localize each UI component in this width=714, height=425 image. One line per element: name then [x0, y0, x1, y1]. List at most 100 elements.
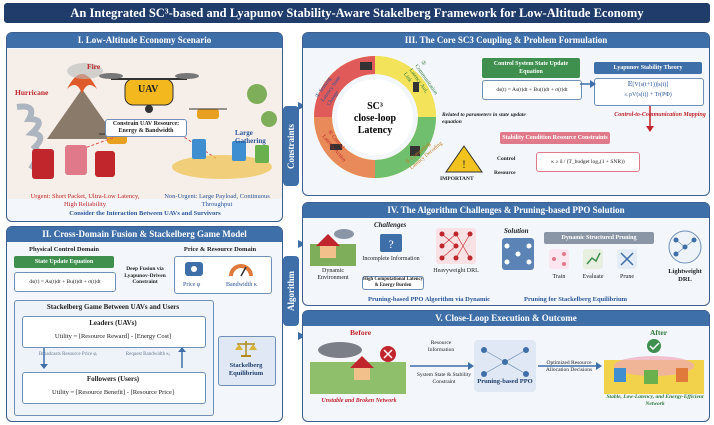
svg-text:!: ! [462, 157, 466, 171]
ppo-network-icon [474, 340, 536, 392]
panel-sc3-title: III. The Core SC3 Coupling & Problem For… [303, 33, 709, 48]
sc3-center-2: close-loop [353, 113, 397, 124]
panel-scenario: I. Low-Altitude Economy Scenario [6, 32, 283, 222]
stable-caption: Stable, Low-Latency, and Energy-Efficien… [606, 394, 704, 407]
panel-game-model-title: II. Cross-Domain Fusion & Stackelberg Ga… [7, 227, 282, 242]
c2c-mapping-label: Control-to-Communication Mapping [614, 112, 706, 118]
ppo-dynamic-label: Pruning-based PPO Algorithm via Dynamic [368, 296, 491, 303]
evaluate-icon [583, 249, 603, 269]
resource-info-label: Resource Information [427, 340, 455, 353]
sos-phone-icon [32, 145, 115, 179]
broadcast-label: Broadcasts Resource Price φᵢ [38, 352, 98, 357]
camera-icon [360, 62, 372, 70]
train-label: Train [552, 274, 566, 280]
sc3-cycle [314, 56, 436, 178]
price-label: Price φ [183, 282, 201, 288]
deep-fusion-label: Deep Fusion via Lyapunov-Driven Constrai… [124, 266, 166, 285]
small-drone-icon-right [189, 108, 227, 119]
svg-text:?: ? [388, 237, 393, 251]
price-domain-label: Price & Resource Domain [183, 246, 257, 253]
fire-icon [47, 63, 117, 139]
dsp-title: Dynamic Structured Pruning [544, 232, 654, 244]
lyapunov-title: Lyapunov Stability Theory [594, 62, 702, 74]
lyapunov-eq-1: 𝔼[V(s(t+1))|s(t)] [627, 82, 669, 88]
incomplete-label: Incomplete Information [362, 256, 420, 262]
stability-eq: κ ≥ δ / (T_budget log₂(1 + SNR)) [536, 152, 640, 172]
scenario-illustration [7, 49, 282, 199]
large-gathering-label: Large Gathering [235, 129, 266, 145]
control-label: Control [497, 156, 516, 162]
drone-action-icon [330, 144, 342, 150]
stable-network-illustration [604, 339, 704, 394]
state-update-eq-title: State Update Equation [14, 256, 114, 268]
panel-scenario-title: I. Low-Altitude Economy Scenario [7, 33, 282, 48]
lyapunov-eq-2: ≤ ρV(s(t)) + Tr(PΦ) [624, 92, 672, 98]
lyapunov-box [594, 78, 704, 106]
page-title: An Integrated SC³-based and Lyapunov Sta… [4, 3, 710, 23]
uav-icon [99, 73, 199, 113]
crowd-icon [172, 139, 272, 179]
system-state-label: System State & Stability Constraint [416, 372, 472, 385]
price-tag-icon [185, 262, 203, 276]
followers-box [22, 372, 206, 404]
before-label: Before [350, 328, 372, 337]
resource-label: Resource [494, 170, 516, 176]
chip-icon [410, 146, 420, 156]
antenna-icon [413, 82, 419, 92]
prune-label: Prune [620, 274, 634, 280]
evaluate-label: Evaluate [582, 274, 604, 280]
balance-scale-icon [235, 341, 257, 357]
train-icon [549, 249, 569, 269]
uav-label: UAV [138, 84, 159, 95]
followers-label: Followers (Users) [86, 375, 140, 383]
pruning-stackelberg-label: Pruning for Stackelberg Equilibrium [524, 296, 627, 303]
sc3-arrows [580, 80, 654, 132]
ppo-label: Pruning-based PPO [477, 378, 533, 385]
leaders-box [22, 316, 206, 348]
incomplete-info-icon: ? [380, 234, 402, 252]
broken-network-illustration [310, 342, 406, 394]
panel-execution-title: V. Close-Loop Execution & Outcome [303, 311, 709, 326]
nonurgent-caption: Non-Urgent: Large Payload, Continuous Th… [164, 193, 270, 208]
follower-utility: Utility = [Resource Benefit] - [Resource… [51, 389, 175, 396]
leaders-label: Leaders (UAVs) [89, 319, 137, 327]
hurricane-label: Hurricane [15, 88, 49, 97]
light-drl-label: Lightweight DRL [668, 268, 702, 283]
physical-domain-label: Physical Control Domain [29, 246, 99, 253]
sc3-center-1: SC³ [367, 101, 383, 112]
important-stamp-icon: ! [445, 145, 483, 173]
dynamic-env-label: Dynamic Environment [317, 268, 349, 281]
prune-icon [617, 249, 637, 269]
urgent-caption: Urgent: Short Packet, Ultra-Low Latency,… [30, 193, 140, 208]
ctrl-eq: ds(t) = As(t)dt + Bu(t)dt + σ(t)dt [482, 80, 582, 100]
request-label: Request Bandwidth κⱼ [125, 352, 171, 357]
ctrl-eq-title: Control System State Update Equation [482, 58, 580, 78]
after-label: After [650, 328, 668, 337]
constrain-uav-note: Constrain UAV Resource: Energy & Bandwid… [105, 119, 187, 137]
sc3-center-3: Latency [357, 125, 393, 136]
unstable-caption: Unstable and Broken Network [321, 398, 397, 404]
game-title: Stackelberg Game Between UAVs and Users [46, 303, 180, 311]
environment-icon [310, 229, 356, 266]
important-label: IMPORTANT [440, 176, 474, 182]
leader-utility: Utility = [Resource Reward] - [Energy Co… [54, 333, 172, 340]
game-arrows [40, 347, 186, 369]
state-update-eq: ds(t) = As(t)dt + Bu(t)dt + σ(t)dt [14, 272, 116, 292]
fire-label: Fire [87, 62, 101, 71]
heavy-drl-label: Heavyweight DRL [433, 268, 479, 274]
solution-label: Solution [504, 227, 529, 235]
related-note: Related to parameters in state update eq… [442, 112, 526, 125]
light-drl-icon [668, 230, 702, 264]
solution-network-icon [502, 238, 534, 270]
interaction-caption: Consider the Interaction Between UAVs an… [69, 210, 221, 217]
stability-title: Stability Condition Resource Constraints [500, 132, 610, 144]
bandwidth-label: Bandwidth κ [226, 282, 257, 288]
optimized-label: Optimized Resource Allocation Decisions [545, 360, 593, 373]
panel-algorithm-title: IV. The Algorithm Challenges & Pruning-b… [303, 203, 709, 218]
challenges-label: Challenges [374, 221, 407, 229]
high-comp-label: High Computational Latency & Energy Burd… [362, 276, 424, 290]
flow-arrows [298, 102, 306, 340]
equilibrium-label: Stackelberg Equilibrium [228, 362, 264, 377]
execution-arrows [410, 362, 602, 370]
gauge-icon [229, 264, 253, 277]
